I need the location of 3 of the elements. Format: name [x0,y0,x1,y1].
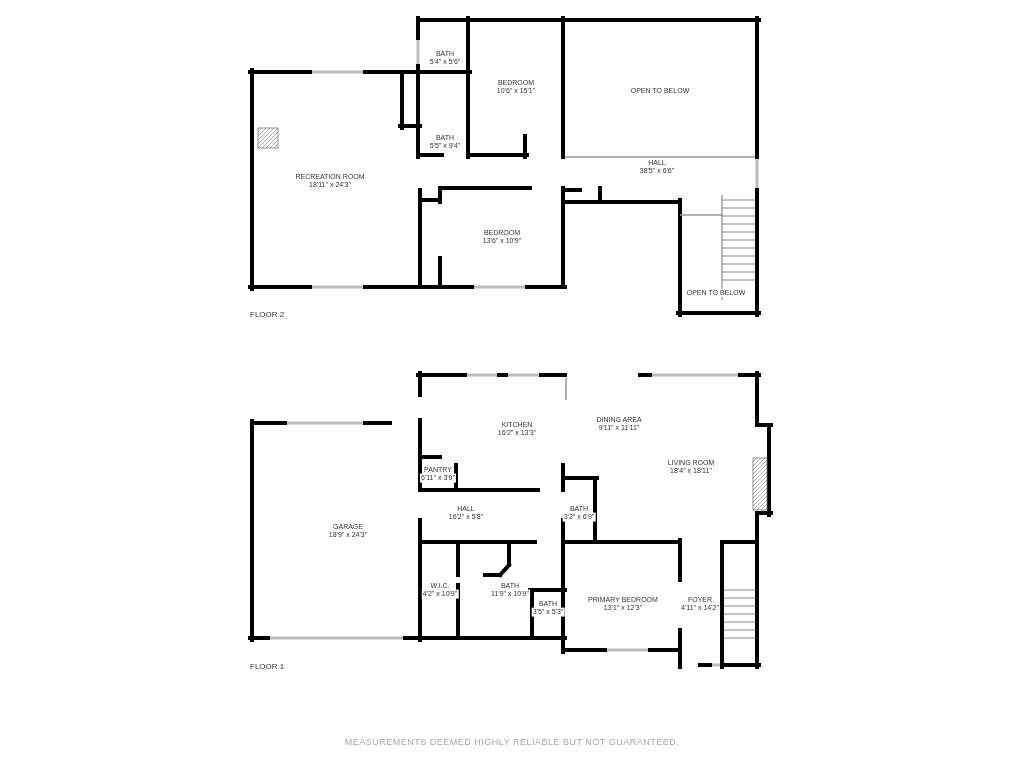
disclaimer-note: MEASUREMENTS DEEMED HIGHLY RELIABLE BUT NOT GUARANTEED. [344,737,680,747]
floor-label: FLOOR 1 [250,662,285,671]
floor-label: FLOOR 2 [250,310,285,319]
